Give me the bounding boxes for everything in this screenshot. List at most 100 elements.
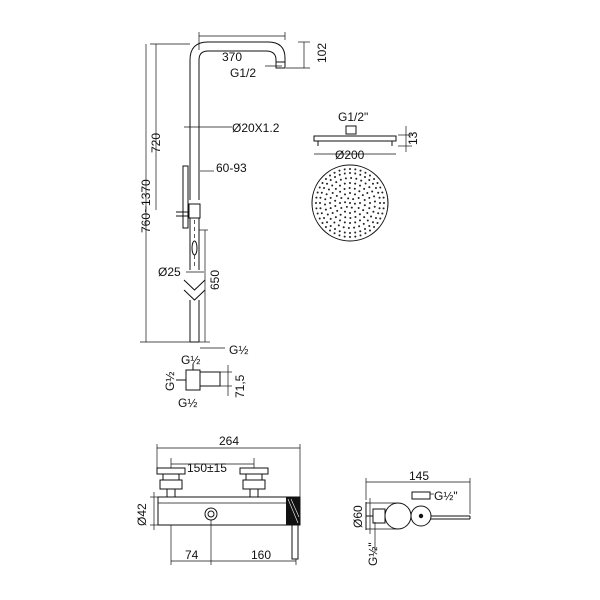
nozzle-dot xyxy=(343,168,346,171)
nozzle-dot xyxy=(329,207,332,210)
nozzle-dot xyxy=(349,168,351,170)
nozzle-dot xyxy=(381,212,384,215)
nozzle-dot xyxy=(363,216,366,219)
mixer-side-view: 145 Ø60 G½" G½" xyxy=(351,469,471,566)
nozzle-dot xyxy=(329,217,332,220)
nozzle-dot xyxy=(344,216,347,219)
nozzle-dot xyxy=(359,169,362,172)
nozzle-dot xyxy=(371,190,374,193)
nozzle-dot xyxy=(315,196,318,199)
nozzle-dot xyxy=(349,232,351,234)
dim-mixer-width: 264 xyxy=(219,434,239,448)
nozzle-dot xyxy=(343,231,346,234)
shower-column xyxy=(176,41,286,343)
nozzle-dot xyxy=(353,226,356,229)
dim-diverter-top: G½ xyxy=(181,353,200,367)
nozzle-dot xyxy=(366,212,369,214)
nozzle-dot xyxy=(381,191,384,194)
nozzle-dot xyxy=(329,179,332,182)
dim-side-thread-right: G½" xyxy=(434,489,458,503)
nozzle-dot xyxy=(340,207,343,209)
dim-side-thread-bottom: G½" xyxy=(366,542,380,566)
nozzle-dot xyxy=(338,234,341,237)
nozzle-dot xyxy=(344,193,346,196)
nozzle-dot xyxy=(325,193,328,196)
nozzle-dot xyxy=(336,209,339,212)
nozzle-dot xyxy=(377,212,380,215)
nozzle-dot xyxy=(339,213,342,216)
nozzle-dot xyxy=(369,202,371,204)
nozzle-dot xyxy=(372,210,375,213)
nozzle-dot xyxy=(354,210,356,213)
nozzle-dot xyxy=(335,194,338,197)
nozzle-dot xyxy=(355,177,358,180)
nozzle-dot xyxy=(350,206,353,209)
nozzle-dot xyxy=(333,232,336,235)
nozzle-dot xyxy=(359,234,362,237)
nozzle-dot xyxy=(334,204,337,207)
nozzle-dot xyxy=(359,202,361,204)
nozzle-dot xyxy=(371,221,374,224)
nozzle-dot xyxy=(358,190,361,193)
nozzle-dot xyxy=(373,195,376,198)
nozzle-dot xyxy=(334,176,336,179)
dim-base-thread: G½ xyxy=(229,343,248,357)
nozzle-dot xyxy=(344,201,347,204)
nozzle-dot xyxy=(352,198,355,201)
nozzle-dot xyxy=(333,221,336,224)
nozzle-dot xyxy=(350,177,353,180)
nozzle-dot xyxy=(339,190,342,193)
nozzle-dot xyxy=(362,209,365,212)
nozzle-dot xyxy=(359,184,361,187)
nozzle-dot xyxy=(343,182,346,185)
nozzle-dot xyxy=(323,187,326,189)
nozzle-dot xyxy=(324,226,327,229)
nozzle-dot xyxy=(339,219,341,222)
nozzle-dot xyxy=(316,212,319,215)
nozzle-dot xyxy=(329,174,332,177)
nozzle-dot xyxy=(349,236,351,238)
nozzle-dot xyxy=(359,219,361,222)
nozzle-dot xyxy=(326,221,329,224)
nozzle-dot xyxy=(329,224,332,227)
nozzle-dot xyxy=(338,169,341,172)
nozzle-dot xyxy=(357,197,360,199)
nozzle-dot xyxy=(354,221,357,224)
nozzle-dot xyxy=(319,196,322,199)
dim-pipe-diameter: Ø20X1.2 xyxy=(232,121,280,135)
nozzle-dot xyxy=(378,207,381,210)
nozzle-dot xyxy=(334,187,337,190)
dim-side-diameter: Ø60 xyxy=(351,505,365,528)
nozzle-dot xyxy=(334,227,336,230)
nozzle-dot xyxy=(374,187,377,189)
nozzle-dot xyxy=(344,210,346,213)
nozzle-dot xyxy=(364,176,366,179)
dim-diverter-bottom: G½ xyxy=(178,396,197,410)
nozzle-dot xyxy=(362,222,365,225)
dim-mixer-diameter: Ø42 xyxy=(135,503,149,526)
nozzle-dot xyxy=(373,205,376,208)
nozzle-dot xyxy=(320,212,323,215)
nozzle-dot xyxy=(377,191,380,194)
nozzle-dot xyxy=(359,173,362,176)
nozzle-dot xyxy=(368,179,371,182)
dim-diverter-left: G½ xyxy=(163,372,177,391)
nozzle-dot xyxy=(376,221,379,224)
nozzle-dot xyxy=(368,224,371,227)
nozzle-dot xyxy=(347,226,350,229)
nozzle-dot xyxy=(326,182,329,185)
shower-head-side: G1/2" 13 Ø200 xyxy=(313,110,420,162)
dim-lower-pipe-diameter: Ø25 xyxy=(158,265,181,279)
nozzle-dot xyxy=(358,213,361,216)
nozzle-dot xyxy=(374,217,377,219)
nozzle-dot xyxy=(368,186,371,189)
nozzle-dot xyxy=(329,229,332,232)
nozzle-dot xyxy=(354,235,357,238)
dim-arm-drop: 102 xyxy=(315,43,329,63)
nozzle-dot xyxy=(316,191,319,194)
nozzle-dot xyxy=(331,184,334,187)
nozzle-dot xyxy=(354,215,357,218)
nozzle-dot xyxy=(363,199,366,202)
nozzle-dot xyxy=(348,187,351,189)
nozzle-dot xyxy=(334,216,337,219)
